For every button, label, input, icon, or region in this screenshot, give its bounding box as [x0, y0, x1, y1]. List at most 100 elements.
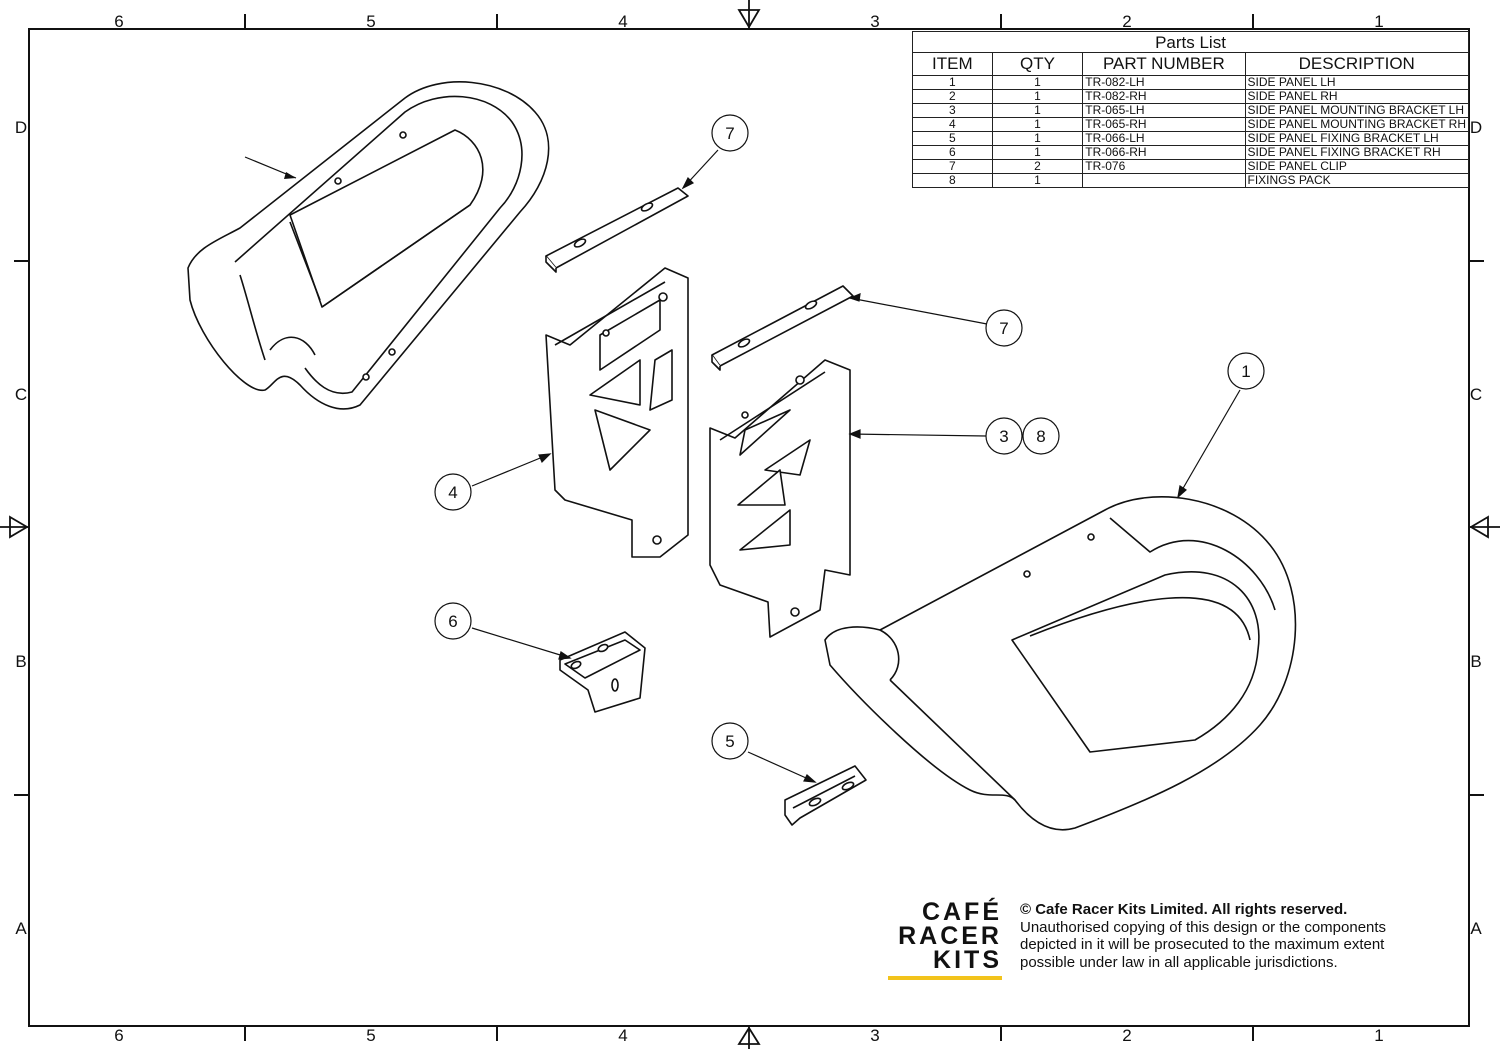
- parts-list-title: Parts List: [912, 31, 1469, 53]
- cell-part-number: TR-066-LH: [1082, 131, 1246, 146]
- zone-col-top: 4: [618, 12, 628, 31]
- balloon-1: [1227, 352, 1265, 390]
- cell-item: 5: [912, 131, 993, 146]
- balloon-5: [711, 722, 749, 760]
- zone-row-right: A: [1470, 919, 1482, 938]
- cell-description: SIDE PANEL FIXING BRACKET LH: [1244, 131, 1470, 146]
- zone-row-left: D: [14, 118, 28, 137]
- balloon-label-7-lower: 7: [999, 319, 1008, 338]
- logo-line-racer: RACER: [898, 922, 1002, 950]
- cell-item: 2: [912, 89, 993, 104]
- cell-part-number: TR-065-LH: [1082, 103, 1246, 118]
- zone-col-top: 6: [114, 12, 124, 31]
- side-panel-clip-upper: [545, 187, 689, 273]
- cell-description: SIDE PANEL MOUNTING BRACKET RH: [1244, 117, 1470, 132]
- cell-qty: 1: [991, 117, 1084, 132]
- header-qty: QTY: [991, 52, 1084, 76]
- balloon-6: [434, 602, 472, 640]
- cell-part-number: [1082, 173, 1246, 188]
- cell-part-number: TR-076: [1082, 159, 1246, 174]
- header-part-number: PART NUMBER: [1082, 52, 1246, 76]
- cell-description: SIDE PANEL MOUNTING BRACKET LH: [1244, 103, 1470, 118]
- zone-row-right: C: [1469, 385, 1483, 404]
- mounting-bracket-lh-view: [709, 359, 851, 638]
- balloon-label-7-upper: 7: [725, 124, 734, 143]
- balloon-7-lower: [985, 309, 1023, 347]
- cell-description: SIDE PANEL FIXING BRACKET RH: [1244, 145, 1470, 160]
- company-logo: CAFÉ RACER KITS: [886, 900, 1002, 980]
- balloon-4: [434, 473, 472, 511]
- zone-col-bottom: 4: [618, 1026, 628, 1045]
- cell-qty: 1: [991, 103, 1084, 118]
- zone-row-right: D: [1469, 118, 1483, 137]
- cell-qty: 1: [991, 75, 1084, 90]
- copyright-text-line: depicted in it will be prosecuted to the…: [1020, 936, 1385, 953]
- balloon-7-upper: [711, 114, 749, 152]
- balloon-label-8: 8: [1036, 427, 1045, 446]
- cell-item: 8: [912, 173, 993, 188]
- copyright-notice: © Cafe Racer Kits Limited. All rights re…: [1020, 901, 1460, 971]
- cell-qty: 1: [991, 173, 1084, 188]
- cell-qty: 1: [991, 145, 1084, 160]
- cell-description: SIDE PANEL LH: [1244, 75, 1470, 90]
- cell-qty: 1: [991, 89, 1084, 104]
- zone-row-right: B: [1470, 652, 1482, 671]
- fixing-bracket-lh-view: [784, 765, 867, 826]
- zone-row-left: C: [14, 385, 28, 404]
- cell-part-number: TR-065-RH: [1082, 117, 1246, 132]
- logo-line-kits: KITS: [933, 946, 1002, 974]
- balloon-label-4: 4: [448, 483, 457, 502]
- parts-list-header-row: ITEM QTY PART NUMBER DESCRIPTION: [912, 52, 1470, 76]
- cell-qty: 2: [991, 159, 1084, 174]
- cell-part-number: TR-082-LH: [1082, 75, 1246, 90]
- balloon-3: [985, 417, 1023, 455]
- balloons: [434, 114, 1265, 783]
- cell-item: 6: [912, 145, 993, 160]
- zone-col-bottom: 5: [366, 1026, 376, 1045]
- side-panel-clip-lower: [711, 285, 854, 371]
- balloon-label-3: 3: [999, 427, 1008, 446]
- balloon-label-1: 1: [1241, 362, 1250, 381]
- cell-description: SIDE PANEL RH: [1244, 89, 1470, 104]
- cell-part-number: TR-066-RH: [1082, 145, 1246, 160]
- copyright-heading: © Cafe Racer Kits Limited. All rights re…: [1020, 901, 1348, 918]
- cell-item: 4: [912, 117, 993, 132]
- cell-part-number: TR-082-RH: [1082, 89, 1246, 104]
- cell-item: 1: [912, 75, 993, 90]
- balloon-labels: 7 7 1 3 8 4 6 5: [448, 124, 1250, 751]
- zone-col-bottom: 1: [1374, 1026, 1384, 1045]
- side-panel-rh-view: [824, 496, 1297, 831]
- balloon-8: [1022, 417, 1060, 455]
- header-item: ITEM: [912, 52, 993, 76]
- zone-col-top: 5: [366, 12, 376, 31]
- logo-line-cafe: CAFÉ: [921, 898, 1002, 926]
- cell-item: 7: [912, 159, 993, 174]
- header-description: DESCRIPTION: [1244, 52, 1470, 76]
- zone-col-bottom: 3: [870, 1026, 880, 1045]
- cell-description: FIXINGS PACK: [1244, 173, 1470, 188]
- balloon-label-5: 5: [725, 732, 734, 751]
- zone-col-bottom: 6: [114, 1026, 124, 1045]
- zone-col-top: 2: [1122, 12, 1132, 31]
- logo-accent-bar: [888, 976, 1002, 980]
- zone-row-left: B: [15, 652, 27, 671]
- zone-col-top: 3: [870, 12, 880, 31]
- mounting-bracket-rh-view: [545, 267, 689, 558]
- zone-row-left: A: [15, 919, 27, 938]
- fixing-bracket-rh-view: [559, 631, 646, 713]
- zone-col-bottom: 2: [1122, 1026, 1132, 1045]
- cell-qty: 1: [991, 131, 1084, 146]
- cell-item: 3: [912, 103, 993, 118]
- copyright-text-line: Unauthorised copying of this design or t…: [1020, 918, 1387, 936]
- cell-description: SIDE PANEL CLIP: [1244, 159, 1470, 174]
- balloon-label-6: 6: [448, 612, 457, 631]
